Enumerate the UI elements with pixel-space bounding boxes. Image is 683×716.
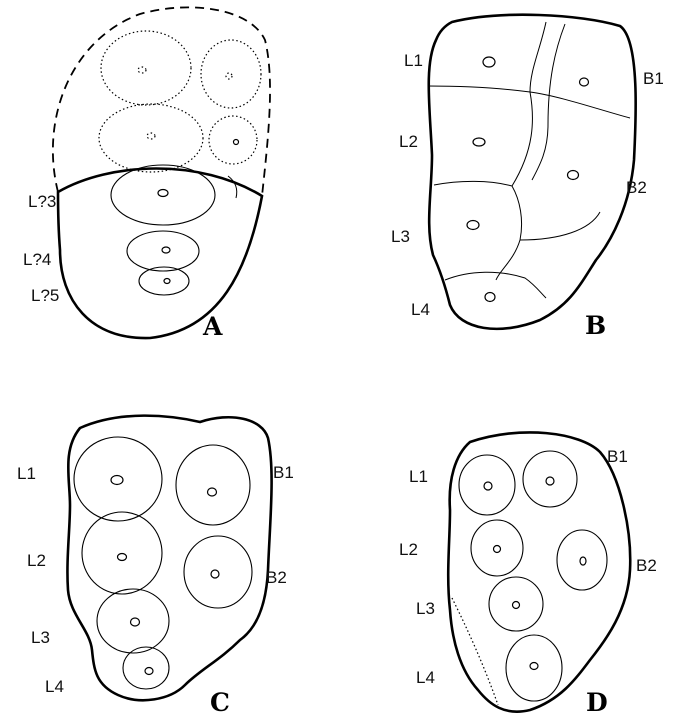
panel-b-pit-b2: [568, 171, 579, 180]
panel-a: L?3 L?4 L?5 A: [23, 7, 270, 341]
panel-a-ghost-cusp-4: [209, 116, 257, 164]
panel-c-cusp-b1: [176, 445, 250, 525]
panel-b-groove-8: [520, 212, 600, 240]
panel-b-groove-6: [434, 181, 512, 186]
panel-a-letter: A: [202, 312, 223, 341]
panel-a-pit-l5: [164, 279, 170, 284]
panel-b-groove-2: [428, 86, 530, 92]
panel-a-ghost-cusp-1: [101, 31, 191, 105]
panel-c-pit-l3: [131, 618, 140, 626]
panel-d-cusp-l1: [459, 455, 515, 515]
panel-d-pit-l3: [513, 602, 520, 609]
panel-b-outline: [429, 15, 636, 329]
panel-c-pit-b1: [208, 488, 217, 496]
panel-b-label-l4: L4: [411, 300, 430, 319]
panel-a-ghost-pit-3: [147, 133, 155, 139]
panel-a-cusp-l4: [127, 231, 199, 271]
panel-c: L1 L2 L3 L4 B1 B2 C: [17, 416, 294, 716]
panel-c-letter: C: [210, 688, 230, 716]
panel-b-pit-b1: [580, 78, 589, 86]
panel-c-label-b1: B1: [273, 463, 294, 482]
panel-c-label-l4: L4: [45, 677, 64, 696]
panel-c-label-b2: B2: [266, 568, 287, 587]
panel-d-label-b2: B2: [636, 556, 657, 575]
panel-b-pit-l3: [467, 221, 479, 230]
panel-b-label-l2: L2: [399, 132, 418, 151]
panel-d-cusp-l3: [489, 577, 543, 631]
panel-b-label-b1: B1: [643, 69, 664, 88]
panel-b-groove-3: [530, 92, 630, 118]
panel-d-pit-l4: [530, 663, 538, 670]
panel-c-pit-l1: [111, 476, 123, 485]
panel-b-letter: B: [585, 311, 606, 340]
panel-d-label-l1: L1: [409, 467, 428, 486]
panel-d-pit-b1: [546, 477, 554, 485]
panel-a-label-l4: L?4: [23, 250, 51, 269]
panel-a-ghost-cusp-3: [99, 104, 203, 172]
panel-d-label-l4: L4: [416, 668, 435, 687]
panel-d-outline: [448, 432, 630, 711]
panel-b-pit-l1: [483, 57, 495, 67]
panel-c-label-l2: L2: [27, 551, 46, 570]
panel-d-label-l3: L3: [416, 599, 435, 618]
panel-d-cusp-b1: [523, 451, 577, 507]
panel-c-label-l1: L1: [17, 464, 36, 483]
panel-b-label-l1: L1: [404, 51, 423, 70]
panel-c-pit-l4: [145, 668, 153, 675]
panel-a-pit-l3: [158, 190, 168, 197]
panel-b-groove-5: [532, 24, 565, 180]
panel-a-ghost-pit-4: [234, 140, 239, 145]
panel-b-pit-l4: [485, 293, 495, 302]
panel-a-ghost-pit-1: [138, 67, 146, 73]
panel-a-pit-l4: [162, 247, 170, 253]
panel-b-groove-4: [512, 92, 532, 186]
panel-c-label-l3: L3: [31, 628, 50, 647]
panel-d-label-b1: B1: [607, 447, 628, 466]
panel-d-cusp-b2: [557, 530, 607, 590]
panel-a-label-l5: L?5: [31, 286, 59, 305]
panel-b-groove-1: [530, 22, 546, 92]
panel-a-preserved-outline: [58, 169, 262, 339]
panel-d-pit-l1: [484, 482, 492, 490]
panel-d-letter: D: [586, 688, 608, 716]
panel-b: L1 L2 L3 L4 B1 B2 B: [391, 15, 664, 340]
panel-b-groove-9: [445, 272, 546, 298]
panel-b-label-l3: L3: [391, 227, 410, 246]
panel-d: L1 L2 L3 L4 B1 B2 D: [399, 432, 657, 716]
panel-b-label-b2: B2: [626, 178, 647, 197]
panel-d-pit-l2: [494, 546, 501, 553]
panel-a-label-l3: L?3: [28, 192, 56, 211]
panel-b-groove-7: [496, 186, 522, 280]
panel-a-cusp-l3: [111, 165, 215, 225]
panel-b-pit-l2: [473, 138, 485, 146]
panel-d-label-l2: L2: [399, 540, 418, 559]
panel-a-ghost-pit-2: [226, 73, 232, 79]
panel-c-cusp-l3: [97, 589, 169, 653]
panel-d-pit-b2: [580, 557, 586, 565]
panel-c-cusp-l1: [74, 437, 162, 521]
panel-c-pit-b2: [211, 570, 219, 578]
panel-d-cusp-l2: [471, 520, 523, 576]
panel-c-pit-l2: [118, 554, 127, 561]
panel-d-cusp-l4: [506, 635, 562, 701]
